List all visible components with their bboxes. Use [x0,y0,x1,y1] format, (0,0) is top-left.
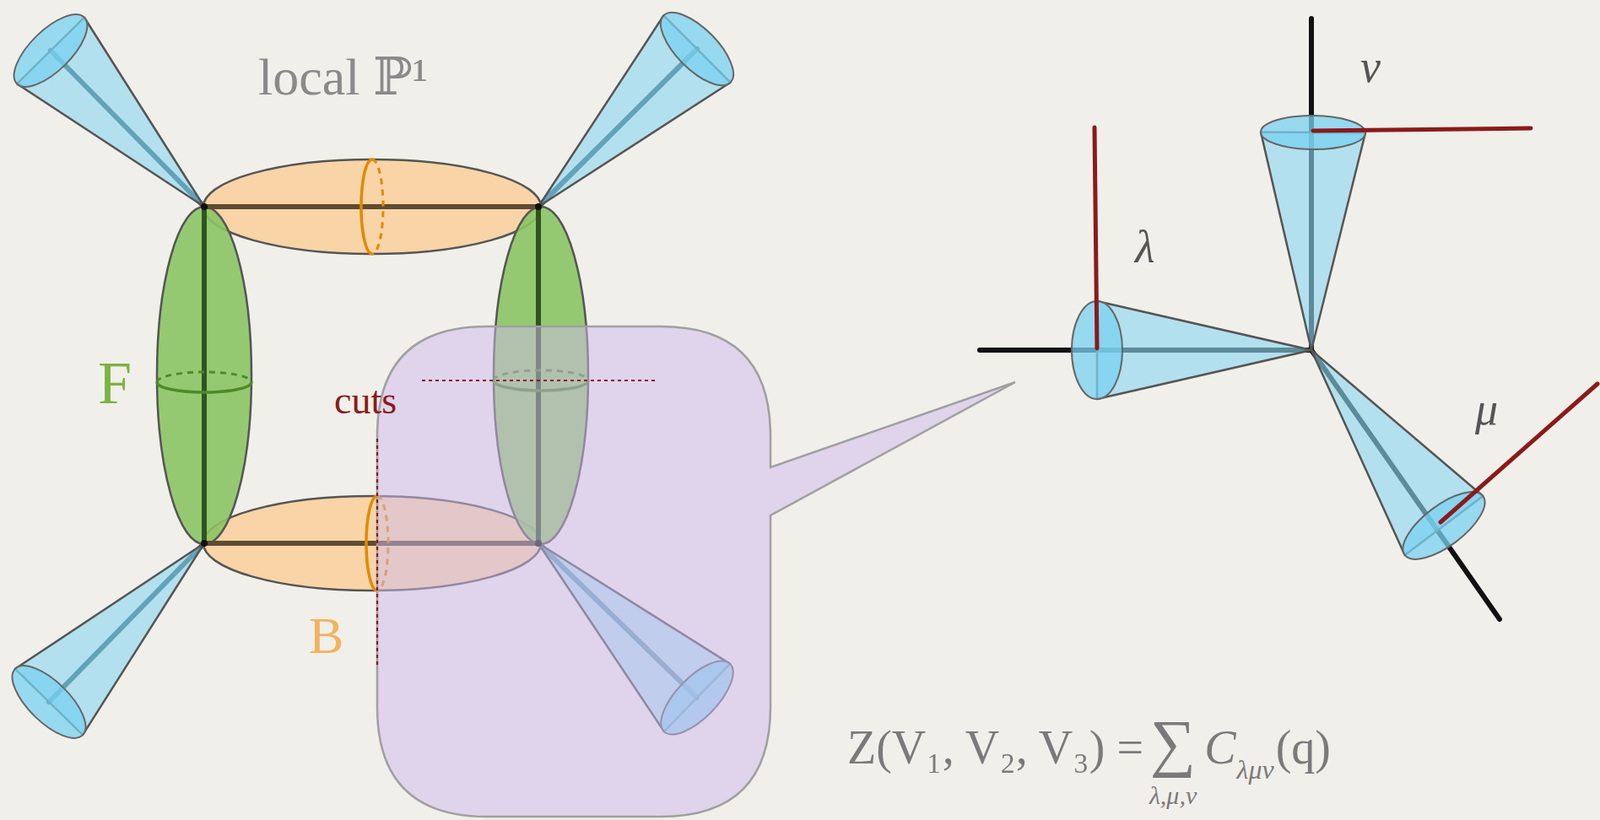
cut-circle [366,496,378,591]
cut-line [421,379,659,382]
cut-circle-back [156,372,252,383]
leg-cone [1260,132,1366,351]
formula-subscript: λμν [1237,756,1275,784]
partition-label: λ [1135,221,1155,273]
partition-label: μ [1475,386,1498,433]
vertex-dot [200,203,208,211]
partition-label: ν [1360,41,1381,92]
partition-label: μ [1475,383,1498,435]
fiber-ellipse [156,206,252,545]
framing-stroke [1313,128,1531,131]
partition-label: λ [1135,224,1155,271]
leg-cone [1097,301,1312,400]
partition-label: ν [1360,43,1381,90]
leg-end-disc [648,0,745,97]
formula-part: (q) [1275,721,1331,774]
leg-end-disc [1392,480,1496,572]
fiber-label: F [97,349,132,417]
framing-stroke [1094,127,1098,349]
vertex-dot [200,540,208,547]
fiber-line [201,206,207,544]
cuts-label: cuts [334,381,397,421]
formula-sum: ∑ [1150,710,1196,775]
fiber-label: F [97,352,132,414]
formula-part: Z(V₁, V₂, V₃) = [847,721,1144,774]
leg-end-disc [0,654,98,751]
framing-stroke [1440,383,1598,523]
base-label: B [308,606,344,665]
formula-part: (q) [1275,724,1331,772]
formula-part: C [1204,721,1236,774]
leg-line [1311,350,1500,620]
vertex-dot [535,203,542,211]
formula-sum: ∑ [1150,707,1196,779]
cuts-label: cuts [334,378,397,422]
cut-circle [156,382,252,393]
formula-part: Z(V₁, V₂, V₃) = [847,724,1144,772]
base-ellipse [203,159,541,255]
base-label: B [308,609,344,662]
formula-subscript: λμν [1237,754,1275,785]
formula-part: C [1204,724,1236,772]
leg-end-disc [2,3,99,99]
formula-sum-index: λ,μ,ν [1149,783,1197,809]
title-label: local ℙ¹ [258,50,428,103]
formula-sum-index: λ,μ,ν [1149,781,1197,810]
base-line [204,204,539,210]
title-label: local ℙ¹ [258,48,428,106]
cut-circle [361,159,373,255]
cut-circle-back [372,159,384,255]
cut-line [376,438,379,669]
